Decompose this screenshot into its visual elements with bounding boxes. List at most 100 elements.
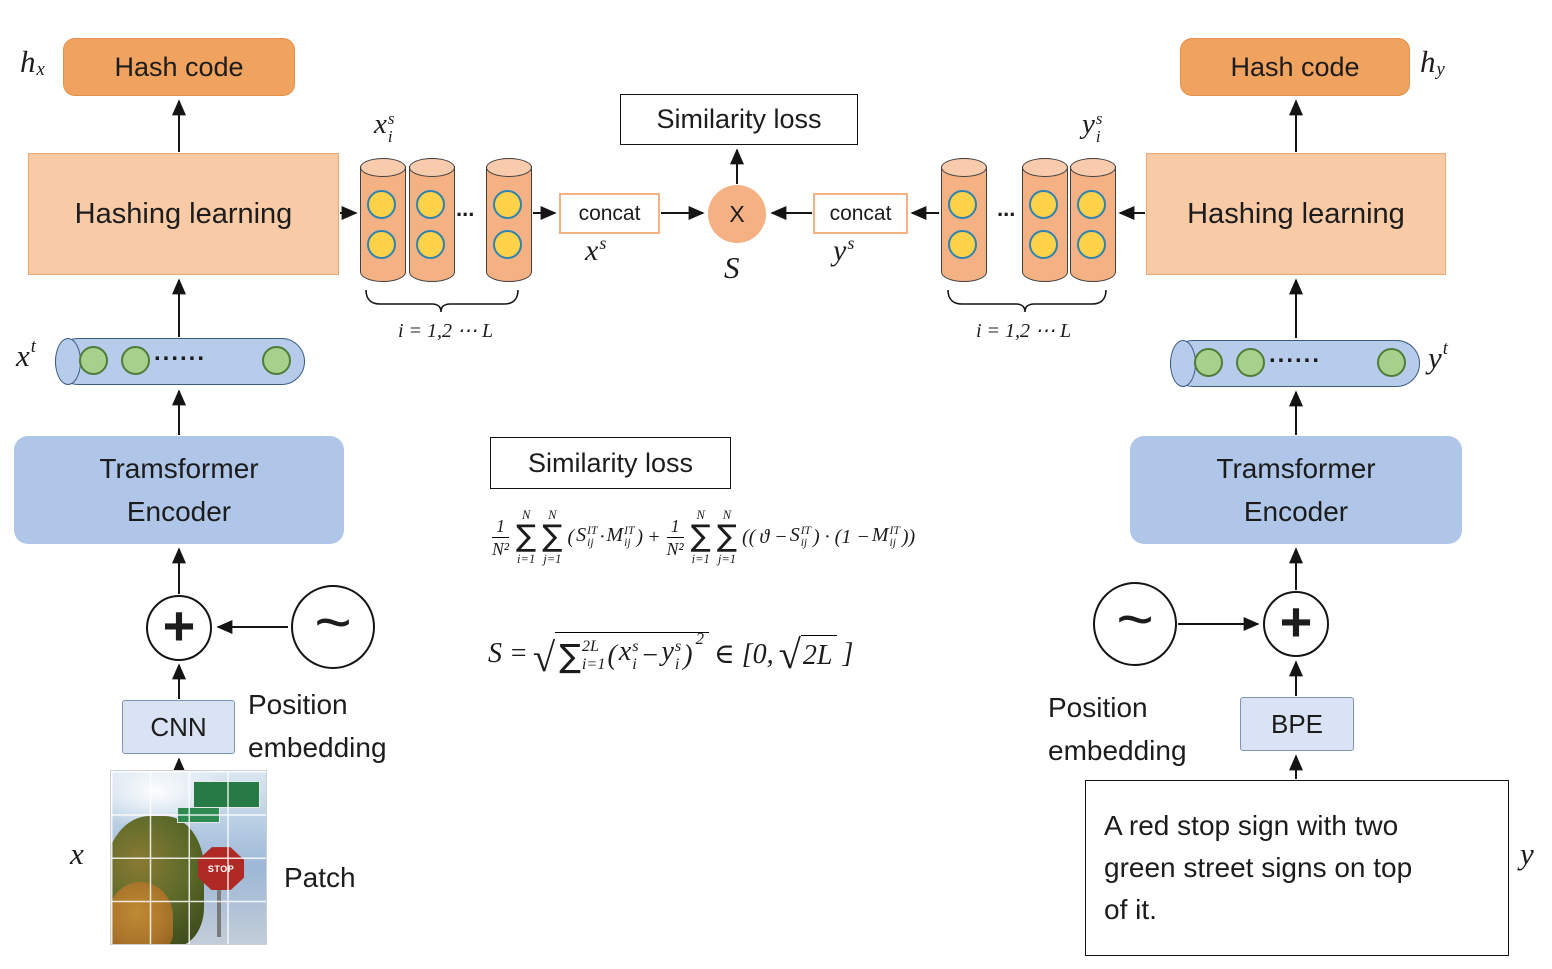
sum-upper: N	[722, 508, 732, 522]
yis-base: y	[1082, 108, 1095, 140]
sum-upper: 2L	[581, 637, 600, 656]
transformer-line1-right: Tramsformer	[1216, 452, 1376, 484]
S-sup: IT	[800, 523, 811, 537]
tilde-operator-left: ~	[291, 585, 375, 669]
hx-label: h x	[20, 44, 45, 81]
hy-base: h	[1420, 44, 1436, 79]
sigma-icon: ∑	[559, 637, 581, 675]
S-base: S	[576, 523, 587, 546]
sum-upper: N	[696, 508, 705, 522]
token-dot	[121, 346, 150, 375]
sqrt: √ 2L	[779, 634, 838, 674]
feature-cylinder	[1070, 158, 1116, 282]
token-dot	[1194, 348, 1223, 377]
feature-dot	[416, 190, 445, 219]
hashing-learning-box-right: Hashing learning	[1146, 153, 1446, 275]
lhs: S =	[488, 637, 528, 669]
transformer-line2-right: Encoder	[1243, 496, 1349, 527]
y-symbol: y	[1520, 836, 1534, 871]
cylinder-cap	[941, 158, 987, 177]
plus-operator-left: +	[146, 593, 212, 661]
feature-cylinder	[1022, 158, 1068, 282]
caption-line3: of it.	[1104, 894, 1157, 925]
concat-label: concat	[829, 201, 892, 225]
S-sub: ij	[587, 536, 594, 550]
plus-icon: +	[162, 593, 196, 657]
hx-base: h	[20, 44, 36, 79]
cylinder-body	[1022, 166, 1068, 282]
dots: ...	[456, 196, 475, 221]
sigma-icon: ∑	[516, 519, 537, 555]
cnn-box: CNN	[122, 700, 235, 754]
tilde-icon: ~	[314, 586, 352, 658]
feature-dot	[1077, 230, 1106, 259]
range-text: i = 1,2 ⋯ L	[976, 320, 1072, 342]
bpe-box: BPE	[1240, 697, 1354, 751]
patch-text: Patch	[284, 862, 356, 893]
feature-dot	[367, 230, 396, 259]
cylinder-body	[941, 166, 987, 282]
xis-sup: s	[387, 109, 395, 128]
token-cylinder-y: ......	[1170, 340, 1420, 387]
similarity-loss-box-mid: Similarity loss	[490, 437, 731, 489]
token-dot	[79, 346, 108, 375]
feature-dot	[948, 190, 977, 219]
xs-sup: s	[599, 233, 607, 253]
similarity-loss-label-mid: Similarity loss	[527, 447, 694, 478]
cylinder-cap	[409, 158, 455, 177]
hy-label: h y	[1420, 44, 1445, 81]
cdot: ·	[599, 525, 605, 548]
s-symbol: S	[724, 250, 740, 285]
patch-caption: Patch	[284, 862, 356, 894]
xis-label: x s i	[374, 109, 395, 147]
tilde-icon: ~	[1116, 583, 1154, 655]
caption-box: A red stop sign with two green street si…	[1085, 780, 1509, 956]
similarity-loss-box-top: Similarity loss	[620, 94, 858, 145]
feature-dot	[948, 230, 977, 259]
feature-cylinder	[360, 158, 406, 282]
bracket: ]	[842, 637, 854, 669]
hy-sub: y	[1436, 59, 1445, 81]
token-dot	[262, 346, 291, 375]
position-embedding-label-right: Position embedding	[1048, 686, 1187, 773]
sum-operator: N ∑ j=1	[717, 508, 737, 567]
feature-dot	[416, 230, 445, 259]
S-sub: ij	[800, 536, 808, 550]
cylinder-body	[1070, 166, 1116, 282]
middle-term: ) · (1 −	[813, 525, 870, 548]
ys-label: y s	[833, 234, 854, 267]
patch-image: STOP	[110, 770, 267, 945]
y-base: y	[661, 636, 674, 668]
M-base: M	[606, 523, 624, 546]
sum-lower: i=1	[581, 655, 606, 673]
M-sup: IT	[624, 523, 635, 537]
transformer-encoder-box-right: Tramsformer Encoder	[1130, 436, 1462, 544]
xt-label: x t	[16, 337, 36, 373]
underbrace-left	[365, 289, 519, 313]
theta-term: ϑ −	[759, 525, 788, 548]
dots: ...	[997, 196, 1016, 221]
feature-dot	[367, 190, 396, 219]
range-text: i = 1,2 ⋯ L	[398, 320, 494, 342]
yt-label: y t	[1428, 339, 1448, 375]
cylinder-cap	[1070, 158, 1116, 177]
cylinder-body	[486, 166, 532, 282]
caption-line1: A red stop sign with two	[1104, 810, 1399, 841]
sum-operator: N ∑ j=1	[542, 508, 562, 567]
concat-box-right: concat	[813, 193, 908, 234]
s-label: S	[724, 250, 740, 286]
yt-base: y	[1428, 340, 1442, 375]
feature-cylinder	[941, 158, 987, 282]
xt-base: x	[16, 338, 30, 373]
concat-label: concat	[578, 201, 641, 225]
feature-cylinder	[486, 158, 532, 282]
S-sup: IT	[587, 523, 598, 537]
frac-den: N²	[492, 538, 510, 559]
ys-base: y	[833, 234, 847, 267]
hx-sub: x	[36, 59, 45, 81]
